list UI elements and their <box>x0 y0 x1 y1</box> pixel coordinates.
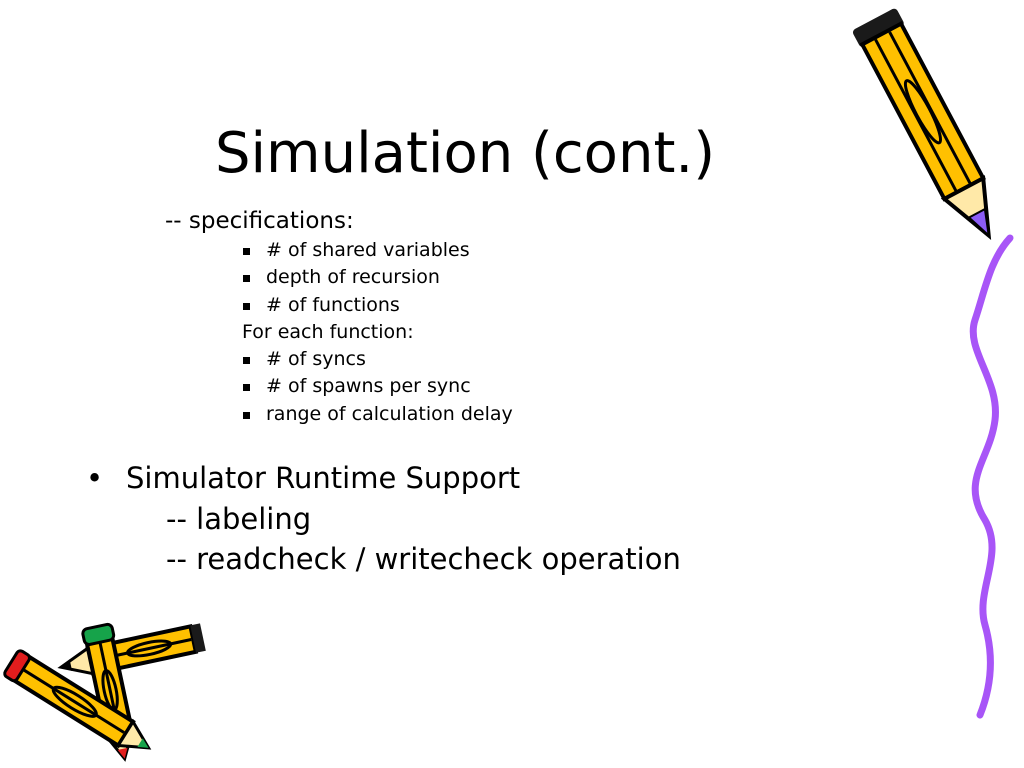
slide-title: Simulation (cont.) <box>214 121 716 186</box>
spec-item-recursion-depth: depth of recursion <box>242 264 513 291</box>
spec-item-functions: # of functions <box>242 292 513 319</box>
specifications-header: -- specifications: <box>165 208 354 234</box>
bullet-dot-icon: • <box>86 461 104 495</box>
sub-item-labeling: -- labeling <box>166 502 312 536</box>
sub-item-readcheck-writecheck: -- readcheck / writecheck operation <box>166 542 681 576</box>
spec-item-syncs: # of syncs <box>242 346 513 373</box>
spec-item-shared-variables: # of shared variables <box>242 237 513 264</box>
spec-item-spawns-per-sync: # of spawns per sync <box>242 373 513 400</box>
specifications-list: # of shared variables depth of recursion… <box>242 237 513 428</box>
main-bullet-text: Simulator Runtime Support <box>126 461 521 495</box>
spec-item-calculation-delay: range of calculation delay <box>242 401 513 428</box>
spec-per-function-label: For each function: <box>242 320 414 343</box>
